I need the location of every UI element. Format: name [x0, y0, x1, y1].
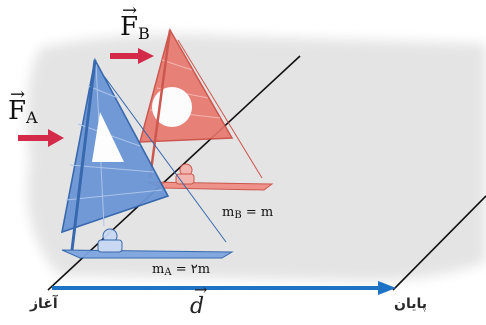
mass-a-label: mA = ۲m — [152, 262, 211, 278]
end-label: پایان — [394, 296, 427, 312]
force-a-arrow — [18, 129, 64, 147]
force-a-label: → FA — [8, 84, 38, 127]
force-b-label: → FB — [120, 0, 150, 43]
hull-a — [61, 249, 234, 259]
sailboat-b — [139, 28, 274, 191]
rider-b — [175, 163, 195, 185]
vector-mark: → — [122, 0, 138, 21]
ice-surface — [26, 34, 486, 282]
displacement-label: → d — [190, 280, 208, 319]
start-label: آغاز — [30, 296, 58, 312]
sailboat-a — [60, 57, 234, 259]
sail-a-window — [92, 112, 124, 162]
force-b-arrow — [110, 48, 154, 64]
finish-line — [392, 195, 486, 291]
mass-b-label: mB = m — [222, 205, 274, 221]
vector-mark: → — [10, 84, 26, 105]
displacement-arrowhead — [378, 281, 396, 295]
rider-a — [97, 228, 123, 253]
vector-mark: → — [194, 280, 208, 299]
